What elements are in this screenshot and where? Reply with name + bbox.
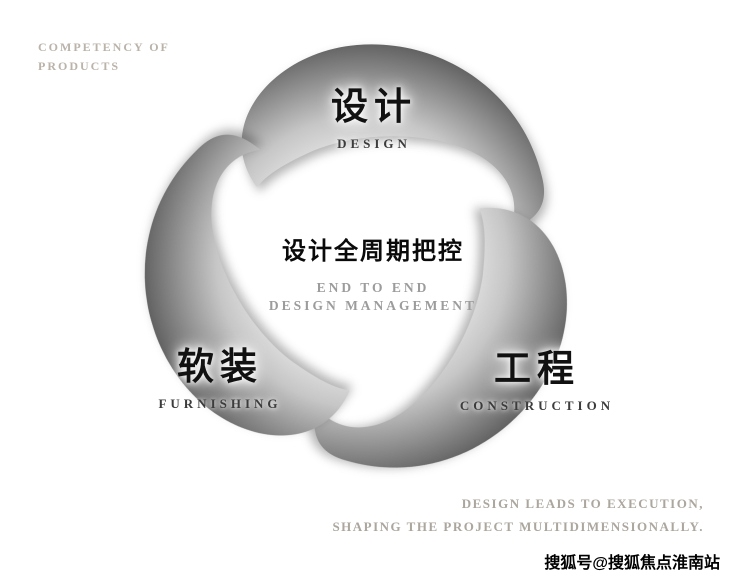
center-subtitle-line1: END TO END <box>316 280 430 295</box>
footer-note-line1: DESIGN LEADS TO EXECUTION, <box>461 496 704 511</box>
footer-note: DESIGN LEADS TO EXECUTION, SHAPING THE P… <box>332 492 704 538</box>
footer-note-line2: SHAPING THE PROJECT MULTIDIMENSIONALLY. <box>332 519 704 534</box>
center-subtitle-line2: DESIGN MANAGEMENT <box>268 298 478 313</box>
center-subtitle: END TO END DESIGN MANAGEMENT <box>269 279 477 315</box>
node-furnishing-label-cn: 软装 <box>176 347 263 388</box>
corner-note-line2: PRODUCTS <box>38 59 121 73</box>
node-design: 设计 DESIGN <box>331 76 417 152</box>
corner-note-line1: COMPETENCY OF <box>38 40 170 54</box>
node-construction: 工程 CONSTRUCTION <box>460 338 614 414</box>
node-design-label-en: DESIGN <box>337 136 411 151</box>
node-design-label-cn: 设计 <box>331 87 417 128</box>
node-furnishing-label-en: FURNISHING <box>158 396 282 411</box>
node-furnishing: 软装 FURNISHING <box>158 336 281 412</box>
corner-note: COMPETENCY OF PRODUCTS <box>38 38 170 76</box>
center-title-cn: 设计全周期把控 <box>281 239 464 265</box>
node-construction-label-cn: 工程 <box>494 349 580 390</box>
watermark-text: 搜狐号@搜狐焦点淮南站 <box>544 555 720 572</box>
node-construction-label-en: CONSTRUCTION <box>459 398 615 413</box>
center-label: 设计全周期把控 END TO END DESIGN MANAGEMENT <box>269 231 477 315</box>
